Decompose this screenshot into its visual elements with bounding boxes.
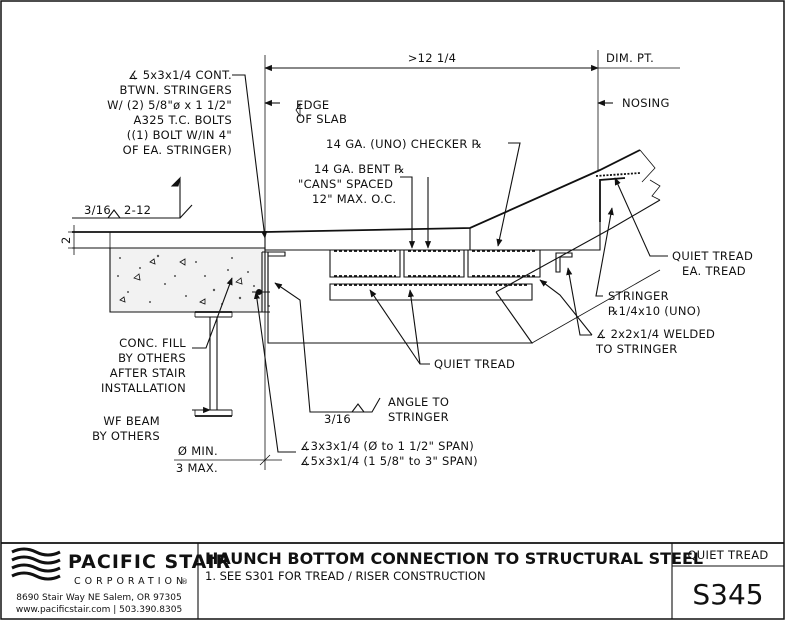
quiet-tread-ea-1: QUIET TREAD — [672, 249, 753, 263]
title-block: PACIFIC STAIR CORPORATION ® 8690 Stair W… — [1, 542, 784, 619]
conc-fill-1: CONC. FILL — [119, 336, 186, 350]
dimension-lines — [68, 50, 680, 470]
angle-to-stringer-1: ANGLE TO — [388, 395, 449, 409]
concrete-slab — [72, 231, 266, 313]
company-address: 8690 Stair Way NE Salem, OR 97305 — [16, 593, 181, 603]
cans-label-3: 12" MAX. O.C. — [312, 192, 396, 206]
weld-top-size: 3/16 — [84, 203, 111, 217]
quiet-tread-ea-2: EA. TREAD — [682, 264, 746, 278]
angle-welded-1: ∡ 2x2x1/4 WELDED — [596, 327, 715, 341]
quiet-tread-label: QUIET TREAD — [434, 357, 515, 371]
wave-icon — [11, 547, 61, 581]
angle-span-2: ∡5x3x1/4 (1 5/8" to 3" SPAN) — [300, 454, 478, 468]
weld-symbol-top — [72, 176, 193, 219]
weld-symbol-bottom — [318, 397, 381, 413]
conc-fill-4: INSTALLATION — [101, 381, 186, 395]
company-sub: CORPORATION — [74, 576, 187, 587]
stringer-label-1: STRINGER — [608, 289, 669, 303]
angle-cont-line-1: ∡ 5x3x1/4 CONT. — [128, 68, 232, 82]
angle-cont-line-6: OF EA. STRINGER) — [123, 143, 232, 157]
edge-slab-label-1: EDGE — [296, 98, 330, 112]
conc-fill-2: BY OTHERS — [118, 351, 186, 365]
angle-welded-2: TO STRINGER — [595, 342, 678, 356]
angle-cont-line-2: BTWN. STRINGERS — [120, 83, 232, 97]
weld-top-length: 2-12 — [124, 203, 151, 217]
conc-fill-3: AFTER STAIR — [110, 366, 186, 380]
sheet-note: 1. SEE S301 FOR TREAD / RISER CONSTRUCTI… — [205, 569, 486, 583]
dim-two-label: 2 — [59, 236, 73, 244]
dim-top-label: >12 1/4 — [408, 51, 457, 65]
wf-beam — [194, 311, 233, 417]
dim-pt-label: DIM. PT. — [606, 51, 654, 65]
company-logo: PACIFIC STAIR CORPORATION ® — [11, 547, 231, 587]
company-name: PACIFIC STAIR — [68, 551, 231, 573]
drawing-labels: >12 1/4 DIM. PT. NOSING EDGE OF SLAB ∡ 5… — [59, 51, 753, 475]
cans-label-2: "CANS" SPACED — [298, 177, 393, 191]
max-label: 3 MAX. — [176, 461, 218, 475]
wf-beam-1: WF BEAM — [103, 414, 160, 428]
min-label: Ø MIN. — [178, 444, 218, 458]
angle-to-stringer-2: STRINGER — [388, 410, 449, 424]
angle-cont-line-5: ((1) BOLT W/IN 4" — [127, 128, 232, 142]
weld-bottom-size: 3/16 — [324, 412, 351, 426]
leader-lines — [192, 74, 668, 453]
cans-label-1: 14 GA. BENT ℞ — [314, 162, 405, 176]
sheet-title: HAUNCH BOTTOM CONNECTION TO STRUCTURAL S… — [205, 549, 703, 568]
quiet-tread-plate — [329, 283, 533, 301]
angle-cont-line-4: A325 T.C. BOLTS — [133, 113, 232, 127]
tread-cans — [329, 250, 541, 278]
company-contact: www.pacificstair.com | 503.390.8305 — [16, 605, 182, 615]
angle-cont-line-3: W/ (2) 5/8"ø x 1 1/2" — [107, 98, 232, 112]
edge-slab-label-2: OF SLAB — [296, 112, 347, 126]
small-angle — [555, 252, 573, 273]
registered-mark: ® — [181, 578, 188, 586]
stringer — [267, 179, 661, 344]
wf-beam-2: BY OTHERS — [92, 429, 160, 443]
angle-span-1: ∡3x3x1/4 (Ø to 1 1/2" SPAN) — [300, 439, 474, 453]
detail-drawing: >12 1/4 DIM. PT. NOSING EDGE OF SLAB ∡ 5… — [59, 50, 753, 475]
nosing-label: NOSING — [622, 96, 670, 110]
checker-label: 14 GA. (UNO) CHECKER ℞ — [326, 137, 482, 151]
sheet-number: S345 — [692, 578, 763, 611]
sheet-category: QUIET TREAD — [687, 548, 768, 562]
stringer-label-2: ℞1/4x10 (UNO) — [608, 304, 701, 318]
